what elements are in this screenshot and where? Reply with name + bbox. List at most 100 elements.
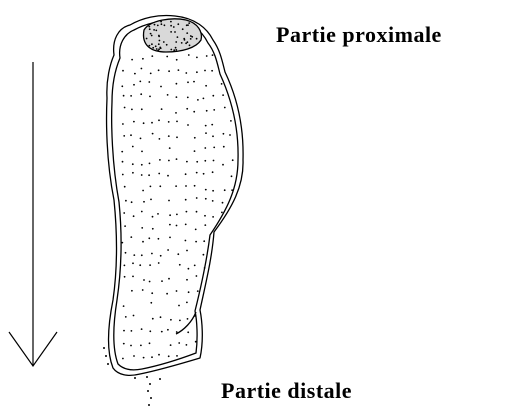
stipple-dot bbox=[148, 174, 150, 176]
stipple-dot bbox=[213, 160, 215, 162]
stipple-dot bbox=[229, 134, 231, 136]
stipple-dot bbox=[121, 151, 123, 153]
stipple-dot bbox=[149, 383, 151, 385]
body-stipple bbox=[121, 54, 233, 359]
stipple-dot bbox=[130, 95, 132, 97]
stipple-dot bbox=[158, 35, 160, 37]
stipple-dot bbox=[152, 216, 154, 218]
stipple-dot bbox=[196, 211, 198, 213]
stipple-dot bbox=[205, 132, 207, 134]
stipple-dot bbox=[141, 151, 143, 153]
stipple-dot bbox=[124, 276, 126, 278]
stipple-dot bbox=[159, 378, 161, 380]
stipple-dot bbox=[197, 290, 199, 292]
stipple-dot bbox=[176, 225, 178, 227]
stipple-dot bbox=[123, 343, 125, 345]
stipple-dot bbox=[178, 342, 180, 344]
stipple-dot bbox=[156, 48, 158, 50]
stipple-dot bbox=[187, 41, 189, 43]
stipple-dot bbox=[142, 289, 144, 291]
stipple-dot bbox=[193, 111, 195, 113]
stipple-dot bbox=[122, 358, 124, 360]
stipple-dot bbox=[132, 276, 134, 278]
stipple-dot bbox=[122, 174, 124, 176]
stipple-dot bbox=[176, 121, 178, 123]
stipple-dot bbox=[193, 81, 195, 83]
stipple-dot bbox=[196, 172, 198, 174]
stipple-dot bbox=[176, 96, 178, 98]
stipple-dot bbox=[131, 59, 133, 61]
stipple-dot bbox=[159, 138, 161, 140]
stipple-dot bbox=[141, 174, 143, 176]
stipple-dot bbox=[203, 254, 205, 256]
stipple-dot bbox=[222, 94, 224, 96]
stipple-dot bbox=[131, 330, 133, 332]
stipple-dot bbox=[185, 199, 187, 201]
stipple-dot bbox=[141, 108, 143, 110]
stipple-dot bbox=[203, 173, 205, 175]
stipple-dot bbox=[197, 99, 199, 101]
stipple-dot bbox=[178, 69, 180, 71]
stipple-dot bbox=[132, 262, 134, 264]
stipple-dot bbox=[141, 211, 143, 213]
stipple-dot bbox=[204, 160, 206, 162]
stipple-dot bbox=[170, 31, 172, 33]
stipple-dot bbox=[196, 71, 198, 73]
stipple-dot bbox=[196, 161, 198, 163]
stipple-dot bbox=[186, 250, 188, 252]
stipple-dot bbox=[179, 320, 181, 322]
stipple-dot bbox=[177, 23, 179, 25]
stipple-dot bbox=[212, 135, 214, 137]
stipple-dot bbox=[132, 146, 134, 148]
stipple-dot bbox=[158, 173, 160, 175]
stipple-dot bbox=[185, 185, 187, 187]
label-proximal: Partie proximale bbox=[276, 22, 442, 48]
stipple-dot bbox=[151, 55, 153, 57]
stipple-dot bbox=[170, 21, 172, 23]
stipple-dot bbox=[204, 224, 206, 226]
stipple-dot bbox=[211, 124, 213, 126]
stipple-dot bbox=[143, 279, 145, 281]
stipple-dot bbox=[124, 225, 126, 227]
stipple-dot bbox=[169, 224, 171, 226]
stipple-dot bbox=[133, 84, 135, 86]
stipple-dot bbox=[230, 120, 232, 122]
stipple-dot bbox=[176, 83, 178, 85]
stipple-dot bbox=[142, 190, 144, 192]
stipple-dot bbox=[140, 345, 142, 347]
stipple-dot bbox=[213, 109, 215, 111]
stipple-dot bbox=[222, 202, 224, 204]
stipple-dot bbox=[195, 229, 197, 231]
stipple-dot bbox=[196, 57, 198, 59]
stipple-dot bbox=[141, 227, 143, 229]
stipple-dot bbox=[159, 185, 161, 187]
stipple-dot bbox=[124, 186, 126, 188]
stipple-dot bbox=[206, 110, 208, 112]
stipple-dot bbox=[133, 215, 135, 217]
stipple-dot bbox=[167, 329, 169, 331]
stipple-dot bbox=[221, 212, 223, 214]
stipple-dot bbox=[150, 199, 152, 201]
stipple-dot bbox=[186, 344, 188, 346]
stipple-dot bbox=[170, 319, 172, 321]
stipple-dot bbox=[196, 275, 198, 277]
stipple-dot bbox=[190, 38, 192, 40]
stipple-dot bbox=[130, 236, 132, 238]
stipple-dot bbox=[176, 59, 178, 61]
stipple-dot bbox=[158, 262, 160, 264]
stipple-dot bbox=[148, 81, 150, 83]
stipple-dot bbox=[168, 135, 170, 137]
stipple-dot bbox=[196, 38, 198, 40]
stipple-dot bbox=[122, 161, 124, 163]
stipple-dot bbox=[181, 42, 183, 44]
stipple-dot bbox=[149, 281, 151, 283]
stipple-dot bbox=[169, 147, 171, 149]
stipple-dot bbox=[185, 72, 187, 74]
stipple-dot bbox=[186, 279, 188, 281]
stipple-dot bbox=[232, 159, 234, 161]
stipple-dot bbox=[169, 237, 171, 239]
stipple-dot bbox=[124, 107, 126, 109]
stipple-dot bbox=[194, 137, 196, 139]
direction-arrow bbox=[9, 62, 57, 366]
stipple-dot bbox=[178, 305, 180, 307]
